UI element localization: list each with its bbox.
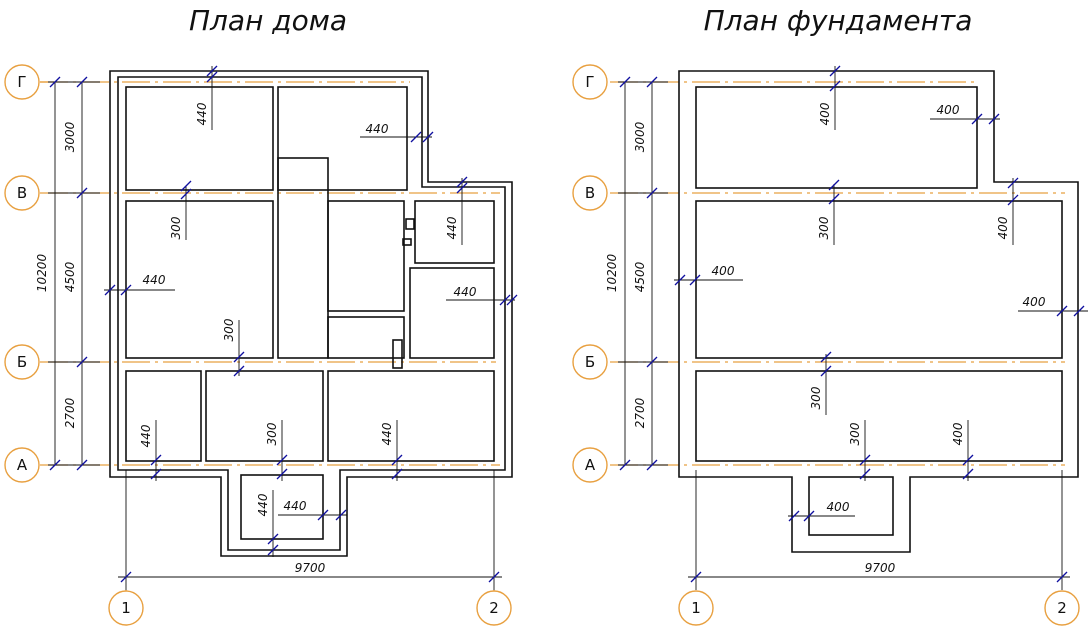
house-dim-span-g-v: 3000 xyxy=(63,121,77,152)
foundation-dim-wall-a-mid: 300 xyxy=(848,422,862,445)
foundation-dim-porch: 400 xyxy=(827,500,850,514)
house-dim-span-b-a: 2700 xyxy=(63,397,77,428)
house-dim-porch-left: 440 xyxy=(256,493,270,516)
house-room xyxy=(125,86,274,191)
house-dim-wall-a-right: 440 xyxy=(380,422,394,445)
house-room xyxy=(409,267,495,359)
house-dim-porch-right: 440 xyxy=(284,499,307,513)
foundation-axis-bubble-2 xyxy=(1044,590,1080,626)
house-axis-lines xyxy=(40,81,500,466)
foundation-dim-wall-b-mid: 300 xyxy=(809,386,823,409)
house-room xyxy=(125,200,274,359)
house-corridor xyxy=(277,157,329,359)
house-axis-label-v: В xyxy=(17,184,27,202)
house-plan: 10200 3000 4500 2700 9700 xyxy=(4,64,518,626)
foundation-dim-wall-left: 400 xyxy=(712,264,735,278)
house-room xyxy=(327,200,405,312)
house-dim-wall-left: 440 xyxy=(143,273,166,287)
house-axis-label-g: Г xyxy=(17,73,26,91)
house-room xyxy=(125,370,202,462)
foundation-axis-bubble-1 xyxy=(678,590,714,626)
house-dim-wall-right-step: 440 xyxy=(445,216,459,239)
foundation-dim-total-width: 9700 xyxy=(865,561,896,575)
house-dim-wall-a-mid: 300 xyxy=(265,422,279,445)
foundation-dim-total-height: 10200 xyxy=(605,254,619,293)
house-room xyxy=(205,370,324,462)
foundation-dim-wall-v-right: 400 xyxy=(996,216,1010,239)
house-room xyxy=(414,200,495,264)
foundation-dim-span-v-b: 4500 xyxy=(633,261,647,292)
house-dim-total-height: 10200 xyxy=(35,254,49,293)
foundation-dim-wall-a-right: 400 xyxy=(951,422,965,445)
foundation-axis-bubble-b xyxy=(572,344,608,380)
foundation-axis-bubble-g xyxy=(572,64,608,100)
house-axis-label-2: 2 xyxy=(489,599,499,617)
house-axis-bubble-b xyxy=(4,344,40,380)
house-plan-title: План дома xyxy=(189,4,347,37)
foundation-axis-label-a: А xyxy=(585,456,596,474)
foundation-bottom-dimension xyxy=(688,470,1070,590)
foundation-cell xyxy=(695,370,1063,462)
foundation-axis-label-1: 1 xyxy=(691,599,701,617)
foundation-axis-label-v: В xyxy=(585,184,595,202)
foundation-cell xyxy=(695,86,978,189)
house-dim-wall-v-left: 300 xyxy=(169,216,183,239)
house-axis-label-1: 1 xyxy=(121,599,131,617)
foundation-plan: 10200 3000 4500 2700 9700 xyxy=(572,64,1088,626)
house-axis-bubble-g xyxy=(4,64,40,100)
house-axis-bubble-1 xyxy=(108,590,144,626)
foundation-dim-span-b-a: 2700 xyxy=(633,397,647,428)
house-outer-wall xyxy=(109,70,513,557)
house-dim-wall-a-left: 440 xyxy=(139,424,153,447)
house-dim-total-width: 9700 xyxy=(295,561,326,575)
house-room xyxy=(327,370,495,462)
house-dim-wall-b-mid: 300 xyxy=(222,318,236,341)
foundation-dim-wall-top: 400 xyxy=(818,102,832,125)
house-room xyxy=(327,316,405,359)
house-fixture xyxy=(402,238,412,246)
foundation-dim-wall-top-right: 400 xyxy=(937,103,960,117)
house-left-dimensions xyxy=(48,76,100,471)
house-outer-wall-inner xyxy=(117,76,506,551)
foundation-outer-wall xyxy=(678,70,1079,553)
foundation-axis-bubble-v xyxy=(572,175,608,211)
foundation-axis-label-2: 2 xyxy=(1057,599,1067,617)
house-dim-wall-top-right: 440 xyxy=(366,122,389,136)
foundation-wall-dims xyxy=(674,65,1088,522)
foundation-porch xyxy=(808,476,894,536)
foundation-left-dimensions xyxy=(618,76,668,471)
house-axis-label-a: А xyxy=(17,456,28,474)
house-axis-bubble-2 xyxy=(476,590,512,626)
house-dim-wall-right-mid: 440 xyxy=(454,285,477,299)
foundation-axis-label-g: Г xyxy=(585,73,594,91)
foundation-dim-span-g-v: 3000 xyxy=(633,121,647,152)
foundation-axis-label-b: Б xyxy=(585,353,595,371)
foundation-axis-bubble-a xyxy=(572,447,608,483)
foundation-dim-wall-v-mid: 300 xyxy=(817,216,831,239)
house-porch xyxy=(240,474,324,540)
foundation-dim-wall-right: 400 xyxy=(1023,295,1046,309)
foundation-plan-title: План фундамента xyxy=(704,4,973,37)
foundation-axis-lines xyxy=(610,81,1065,466)
house-bottom-dimension xyxy=(118,470,502,590)
house-wall-dims xyxy=(104,65,518,557)
house-stair xyxy=(392,339,403,369)
house-axis-bubble-v xyxy=(4,175,40,211)
house-axis-label-b: Б xyxy=(17,353,27,371)
house-dim-span-v-b: 4500 xyxy=(63,261,77,292)
house-axis-bubble-a xyxy=(4,447,40,483)
house-fixture xyxy=(405,218,415,230)
house-dim-wall-top: 440 xyxy=(195,102,209,125)
house-room xyxy=(277,86,408,191)
